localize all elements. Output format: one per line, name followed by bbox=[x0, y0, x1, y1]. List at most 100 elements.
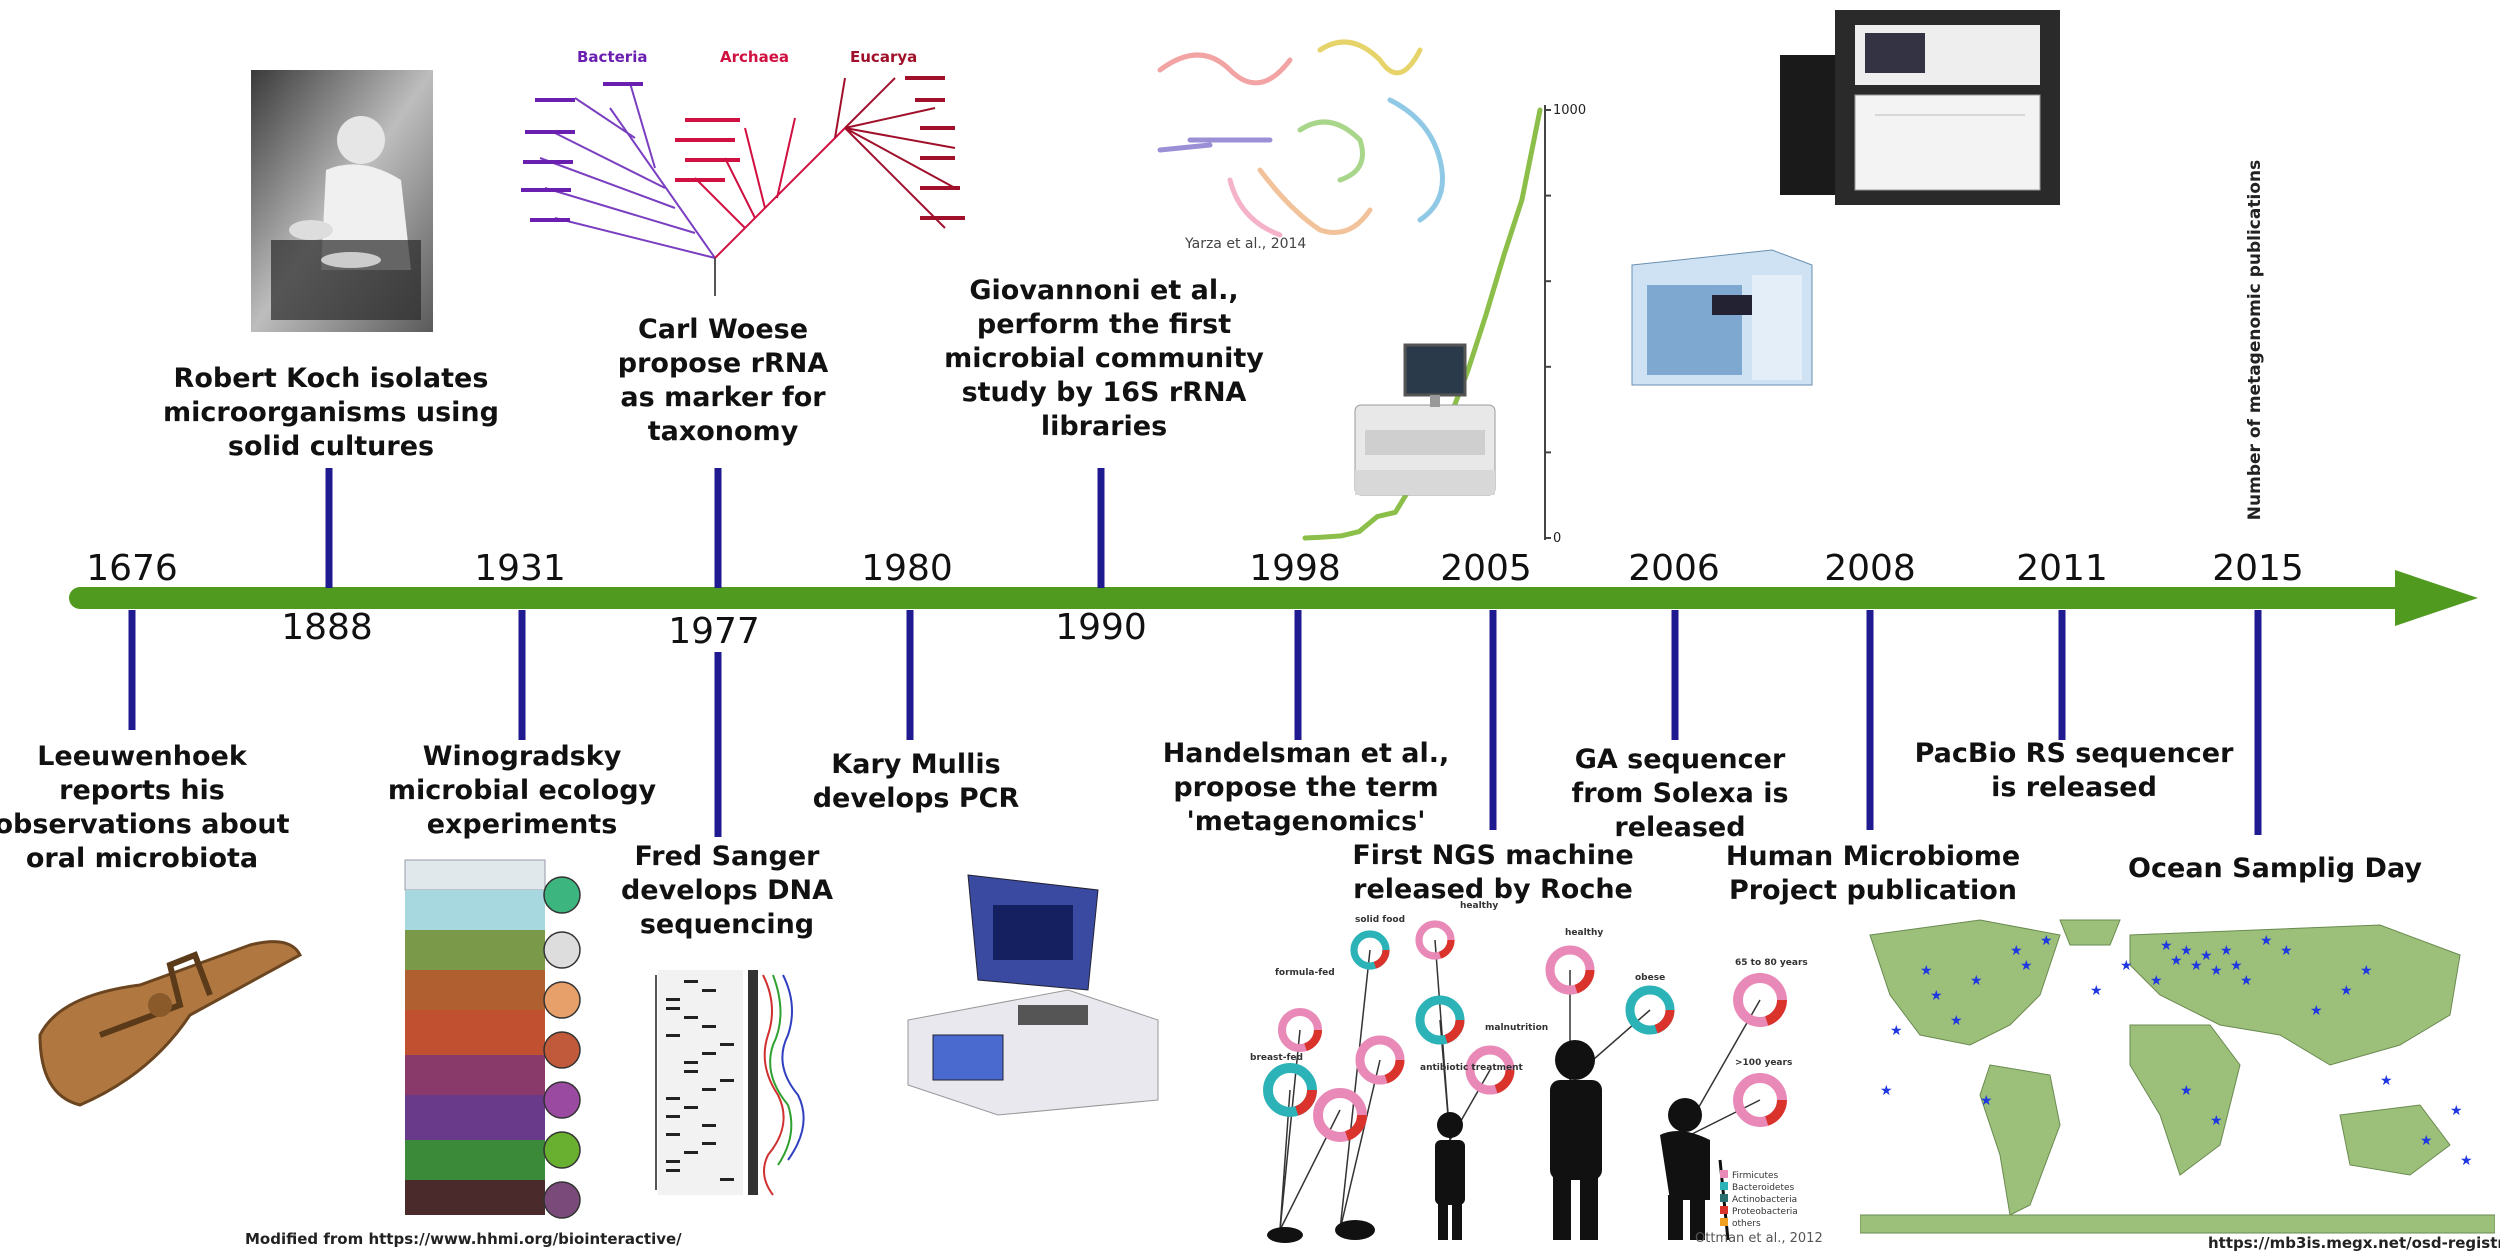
microbiota-donut-segment bbox=[1313, 1088, 1367, 1142]
gel-band bbox=[702, 1052, 716, 1055]
microbiota-donut-segment bbox=[1277, 1007, 1323, 1053]
event-giovannoni: Giovannoni et al.,perform the first micr… bbox=[944, 275, 1264, 442]
microbiota-donut-segment bbox=[1733, 973, 1787, 1027]
tree-domain-archaea: Archaea bbox=[720, 48, 789, 66]
tick-1676 bbox=[128, 610, 136, 730]
sample-site-star: ★ bbox=[2260, 933, 2273, 949]
leeuwenhoek-microscope bbox=[38, 940, 302, 1107]
gel-band bbox=[684, 980, 698, 983]
microbiota-donut-segment bbox=[1625, 985, 1675, 1035]
year-2011: 2011 bbox=[2016, 548, 2108, 589]
sample-site-star: ★ bbox=[2120, 958, 2133, 974]
sample-site-star: ★ bbox=[1970, 973, 1983, 989]
yarza-credit: Yarza et al., 2014 bbox=[1184, 236, 1306, 252]
sample-site-star: ★ bbox=[1950, 1013, 1963, 1029]
sample-site-star: ★ bbox=[2230, 958, 2243, 974]
tick-2006 bbox=[1671, 610, 1679, 740]
sample-site-star: ★ bbox=[2090, 983, 2103, 999]
sample-site-star: ★ bbox=[2380, 1073, 2393, 1089]
winogradsky-column bbox=[404, 859, 581, 1219]
sample-site-star: ★ bbox=[2360, 963, 2373, 979]
year-1998: 1998 bbox=[1249, 548, 1341, 589]
sample-site-star: ★ bbox=[2180, 943, 2193, 959]
tick-1931 bbox=[518, 610, 526, 740]
gel-band bbox=[666, 1034, 680, 1037]
tick-2015 bbox=[2254, 610, 2262, 835]
ottman-credit: Ottman et al., 2012 bbox=[1695, 1231, 1823, 1245]
microbiota-donut-segment bbox=[1545, 945, 1595, 995]
sample-site-star: ★ bbox=[2450, 1103, 2463, 1119]
sample-site-star: ★ bbox=[1890, 1023, 1903, 1039]
osd-credit: https://mb3is.megx.net/osd-registry/ bbox=[2208, 1234, 2500, 1252]
tick-1888 bbox=[325, 468, 333, 588]
tree-domain-eucarya: Eucarya bbox=[850, 48, 917, 66]
gel-band bbox=[666, 1097, 680, 1100]
sample-site-star: ★ bbox=[2310, 1003, 2323, 1019]
gel-band bbox=[684, 1151, 698, 1154]
year-1931: 1931 bbox=[474, 548, 566, 589]
group-label-solidfood: solid food bbox=[1355, 915, 1405, 925]
year-1676: 1676 bbox=[86, 548, 178, 589]
legend-bacteroidetes: Bacteroidetes bbox=[1732, 1183, 1795, 1193]
sample-site-star: ★ bbox=[2200, 948, 2213, 964]
microbiota-donut-segment bbox=[1465, 1045, 1515, 1095]
group-label-formulafed: formula-fed bbox=[1275, 968, 1335, 978]
tick-1980 bbox=[906, 610, 914, 740]
human-groups: breast-fed formula-fed solid food health… bbox=[1250, 901, 1823, 1245]
microbiota-donut-segment bbox=[1355, 1035, 1405, 1085]
group-label-100: >100 years bbox=[1735, 1058, 1792, 1068]
microbiota-donut-segment bbox=[1415, 995, 1465, 1045]
sample-site-star: ★ bbox=[2170, 953, 2183, 969]
hhmi-credit: Modified from https://www.hhmi.org/bioin… bbox=[245, 1230, 682, 1248]
event-osd: Ocean Samplig Day bbox=[2128, 853, 2422, 884]
gel-band bbox=[684, 1070, 698, 1073]
microbiota-donut-segment bbox=[1350, 930, 1390, 970]
sequencer-1998 bbox=[1354, 343, 1496, 496]
year-2015: 2015 bbox=[2212, 548, 2304, 589]
year-2006: 2006 bbox=[1628, 548, 1720, 589]
sequencer-2005 bbox=[1631, 249, 1813, 386]
sample-site-star: ★ bbox=[2160, 938, 2173, 954]
gel-band bbox=[684, 1016, 698, 1019]
gel-band bbox=[702, 1088, 716, 1091]
sample-site-star: ★ bbox=[2210, 963, 2223, 979]
legend-actinobacteria: Actinobacteria bbox=[1732, 1195, 1797, 1205]
sequencer-2011 bbox=[1780, 10, 2060, 205]
sample-site-star: ★ bbox=[2220, 943, 2233, 959]
koch-photo bbox=[251, 70, 433, 332]
legend-others: others bbox=[1732, 1219, 1761, 1229]
chart-y-label: Number of metagenomic publications bbox=[2245, 159, 2265, 521]
sample-site-star: ★ bbox=[2020, 958, 2033, 974]
group-label-healthy-adult: healthy bbox=[1565, 928, 1603, 938]
gel-band bbox=[702, 1124, 716, 1127]
sample-site-star: ★ bbox=[2460, 1153, 2473, 1169]
group-label-obese: obese bbox=[1635, 973, 1665, 983]
rrna-structure: Yarza et al., 2014 bbox=[1157, 39, 1445, 252]
sample-site-star: ★ bbox=[2040, 933, 2053, 949]
sample-site-star: ★ bbox=[2340, 983, 2353, 999]
chart-ytick-top: 1000 bbox=[1553, 103, 1586, 118]
sample-site-star: ★ bbox=[2280, 943, 2293, 959]
tick-1998 bbox=[1294, 610, 1302, 740]
year-1977: 1977 bbox=[668, 611, 760, 652]
year-2008: 2008 bbox=[1824, 548, 1916, 589]
gel-band bbox=[666, 998, 680, 1001]
gel-band bbox=[702, 1142, 716, 1145]
gel-band bbox=[666, 1007, 680, 1010]
sample-site-star: ★ bbox=[1880, 1083, 1893, 1099]
sample-site-star: ★ bbox=[2010, 943, 2023, 959]
gel-band bbox=[702, 1025, 716, 1028]
tick-2011 bbox=[2058, 610, 2066, 740]
gel-band bbox=[684, 1106, 698, 1109]
tick-1990 bbox=[1097, 468, 1105, 588]
microbiota-donut-segment bbox=[1263, 1063, 1317, 1117]
